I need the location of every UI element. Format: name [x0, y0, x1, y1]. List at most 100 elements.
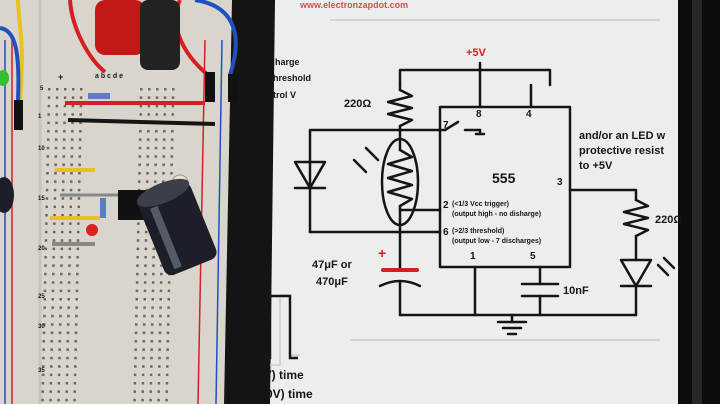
breadboard-hole: [74, 323, 78, 326]
breadboard-hole: [45, 205, 48, 209]
breadboard-hole: [157, 373, 161, 377]
breadboard-hole: [171, 104, 175, 108]
breadboard-hole: [154, 180, 157, 183]
breadboard-hole: [57, 390, 61, 393]
breadboard-hole: [69, 222, 72, 225]
breadboard-hole: [74, 365, 77, 368]
breadboard-hole: [58, 331, 62, 335]
breadboard-hole: [65, 398, 68, 402]
breadboard-hole: [136, 256, 139, 259]
row-number-15: 15: [38, 196, 45, 202]
breadboard-hole: [61, 205, 64, 209]
breadboard-hole: [78, 146, 82, 150]
breadboard-hole: [78, 180, 81, 183]
breadboard-hole: [77, 197, 81, 200]
breadboard-hole: [78, 155, 82, 158]
row-number-1: 1: [38, 114, 42, 120]
breadboard-hole: [150, 348, 153, 351]
yellow-wire: [16, 0, 24, 101]
breadboard-hole: [41, 398, 44, 402]
breadboard-hole: [68, 272, 71, 276]
breadboard-hole: [54, 180, 57, 183]
breadboard-hole: [68, 247, 72, 251]
breadboard-hole: [45, 197, 49, 200]
red-wire-clip: [68, 0, 107, 74]
breadboard-hole: [159, 289, 163, 293]
breadboard-hole: [147, 96, 151, 99]
breadboard-hole: [60, 247, 64, 251]
breadboard-hole: [51, 281, 55, 284]
breadboard-hole: [142, 331, 146, 335]
r2-label: 220Ω: [655, 214, 683, 226]
breadboard-hole: [146, 155, 150, 158]
paper-header-url: www.electronzapdot.com: [300, 0, 409, 10]
breadboard-hole: [68, 230, 72, 234]
breadboard-hole: [52, 256, 55, 259]
breadboard-hole: [50, 356, 53, 360]
breadboard-hole: [158, 348, 161, 351]
blue-wire-left: [0, 26, 21, 101]
breadboard-hole: [155, 130, 158, 133]
breadboard-hole: [67, 314, 70, 318]
breadboard-hole: [52, 239, 56, 242]
breadboard-hole: [50, 323, 54, 326]
breadboard-hole: [42, 340, 46, 343]
pin-6-desc-1: (>2/3 threshold): [452, 228, 505, 235]
column-letters: a b c d e: [95, 73, 123, 80]
breadboard-hole: [77, 205, 80, 209]
breadboard-hole: [79, 104, 83, 108]
breadboard-hole: [50, 340, 54, 343]
breadboard-hole: [73, 398, 76, 402]
breadboard-hole: [79, 113, 82, 116]
breadboard-hole: [146, 163, 149, 167]
breadboard-hole: [138, 180, 141, 183]
breadboard-hole: [134, 323, 138, 326]
breadboard-hole: [43, 314, 46, 318]
power-rail-blue: [215, 39, 223, 404]
breadboard-hole: [74, 340, 78, 343]
breadboard-hole: [71, 121, 74, 125]
breadboard-hole: [134, 340, 138, 343]
breadboard-hole: [66, 356, 69, 360]
breadboard-hole: [73, 382, 77, 385]
breadboard-hole: [139, 96, 143, 99]
breadboard-hole: [54, 146, 58, 150]
breadboard-hole: [138, 146, 142, 150]
breadboard-hole: [60, 272, 63, 276]
plus-marking: +: [58, 72, 63, 82]
breadboard-hole: [171, 96, 175, 99]
breadboard-hole: [73, 373, 77, 377]
breadboard-hole: [79, 96, 83, 99]
breadboard-hole: [167, 298, 170, 301]
pin-2-label: 2: [443, 200, 449, 211]
breadboard-hole: [158, 365, 161, 368]
breadboard-hole: [61, 188, 65, 192]
breadboard-hole: [43, 298, 46, 301]
breadboard-hole: [62, 146, 66, 150]
row-number-25: 25: [38, 294, 45, 300]
breadboard-hole: [46, 138, 50, 141]
breadboard-hole: [79, 121, 82, 125]
breadboard-hole: [67, 298, 70, 301]
breadboard-hole: [150, 331, 154, 335]
breadboard-hole: [139, 130, 142, 133]
breadboard-hole: [44, 272, 47, 276]
breadboard-hole: [41, 390, 45, 393]
breadboard-hole: [144, 264, 147, 267]
breadboard-hole: [151, 306, 154, 309]
breadboard-hole: [76, 256, 79, 259]
pin-2-desc-2: (output high - no disharge): [452, 211, 542, 218]
cylinder-highlight: [692, 0, 702, 404]
breadboard-hole: [158, 323, 162, 326]
breadboard-hole: [47, 96, 51, 99]
pin-8-label: 8: [476, 109, 482, 120]
schematic-paper: [255, 0, 720, 404]
breadboard-hole: [50, 348, 53, 351]
breadboard-hole: [70, 155, 74, 158]
breadboard-hole: [52, 247, 56, 251]
breadboard-hole: [143, 306, 146, 309]
breadboard-hole: [77, 214, 80, 217]
breadboard-hole: [45, 222, 48, 225]
r1-label: 220Ω: [344, 98, 372, 110]
